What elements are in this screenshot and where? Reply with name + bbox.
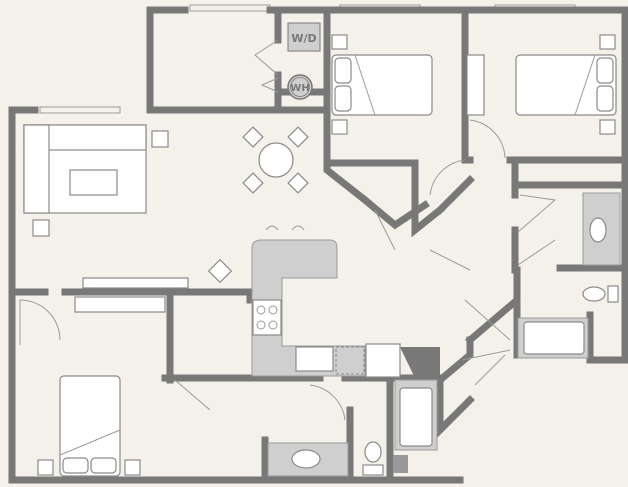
laundry: W/D WH xyxy=(287,22,321,100)
walls xyxy=(8,6,628,484)
bathrooms xyxy=(267,192,621,477)
washer-dryer-label: W/D xyxy=(291,32,316,45)
living-dining xyxy=(23,124,309,313)
water-heater-label: WH xyxy=(290,83,309,94)
beds xyxy=(37,34,617,477)
kitchen xyxy=(251,225,401,378)
doors xyxy=(19,39,557,421)
